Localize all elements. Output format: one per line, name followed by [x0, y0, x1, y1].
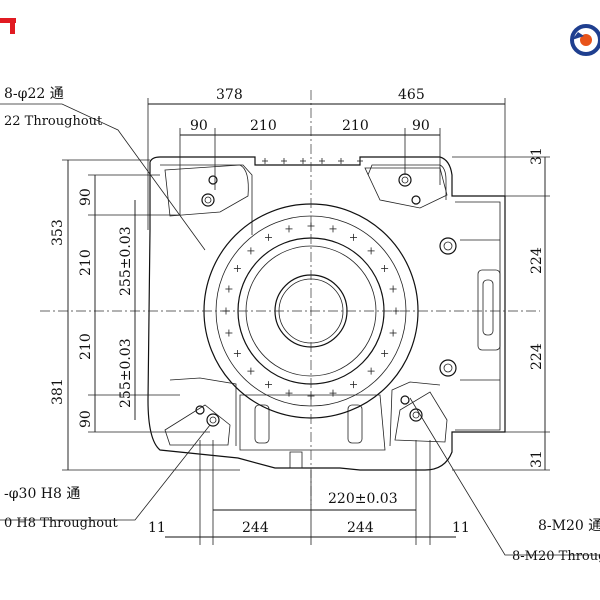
bolt-cross-mark — [225, 329, 233, 337]
gear-logo-icon — [570, 24, 600, 56]
dim-bottom-11-left: 11 — [148, 520, 166, 536]
bolt-cross-mark — [389, 285, 397, 293]
bolt-cross-mark — [392, 307, 400, 315]
dim-left-210-top: 210 — [78, 249, 94, 276]
corner-holes — [195, 173, 457, 427]
dim-bottom-220: 220±0.03 — [328, 491, 398, 507]
bolt-cross-mark — [367, 367, 375, 375]
dim-left-90-bottom: 90 — [78, 410, 94, 428]
bolt-cross-mark — [222, 307, 230, 315]
brand-red-mark — [0, 18, 16, 23]
bolt-cross-mark — [329, 389, 337, 397]
top-edge-cross-mark — [338, 158, 344, 164]
dim-left-90-top: 90 — [78, 188, 94, 206]
top-edge-cross-mark — [300, 158, 306, 164]
dim-top-378: 378 — [216, 87, 243, 103]
bolt-cross-mark — [265, 233, 272, 241]
bolt-cross-mark — [265, 381, 272, 389]
dim-left-353: 353 — [50, 219, 66, 246]
dim-left-255-top: 255±0.03 — [118, 226, 134, 296]
dim-right-224-bottom: 224 — [529, 343, 545, 370]
bolt-circle-marks — [222, 158, 400, 400]
bolt-cross-mark — [381, 265, 389, 272]
dim-bottom-244-right: 244 — [347, 520, 374, 536]
dim-left-255-bottom: 255±0.03 — [118, 338, 134, 408]
dim-top-210-right: 210 — [342, 118, 369, 134]
dim-right-31-bottom: 31 — [529, 450, 545, 468]
bolt-cross-mark — [307, 392, 315, 400]
bolt-cross-mark — [350, 381, 357, 389]
bolt-cross-mark — [285, 389, 293, 397]
bolt-cross-mark — [389, 329, 397, 337]
center-lines — [40, 90, 540, 505]
callout-holes-22-en: 22 Throughout — [4, 114, 103, 129]
dim-right-224-top: 224 — [529, 247, 545, 274]
bolt-cross-mark — [247, 367, 255, 375]
brand-red-mark-stem — [10, 18, 15, 34]
top-edge-cross-mark — [357, 158, 363, 164]
top-edge-cross-mark — [281, 158, 287, 164]
callout-m20-cn: 8-M20 通 — [538, 518, 600, 534]
dim-left-381: 381 — [50, 378, 66, 405]
dimension-lines — [0, 98, 600, 556]
bolt-cross-mark — [233, 265, 241, 272]
bolt-cross-mark — [307, 222, 315, 230]
dim-top-210-left: 210 — [250, 118, 277, 134]
dim-bottom-11-right: 11 — [452, 520, 470, 536]
dim-left-210-bottom: 210 — [78, 333, 94, 360]
bolt-cross-mark — [329, 225, 337, 233]
callout-holes-22-cn: 8-φ22 通 — [4, 86, 64, 102]
top-edge-cross-mark — [262, 158, 268, 164]
bolt-cross-mark — [381, 350, 389, 357]
base-outline — [147, 156, 506, 471]
dim-top-90-right: 90 — [412, 118, 430, 134]
bolt-cross-mark — [233, 350, 241, 357]
dim-top-465: 465 — [398, 87, 425, 103]
callout-holes-30-cn: -φ30 H8 通 — [4, 486, 80, 502]
bolt-cross-mark — [285, 225, 293, 233]
callout-holes-30-en: 0 H8 Throughout — [4, 516, 118, 531]
callout-m20-en: 8-M20 Throug — [512, 549, 600, 564]
bolt-cross-mark — [225, 285, 233, 293]
dim-top-90-left: 90 — [190, 118, 208, 134]
bolt-cross-mark — [350, 233, 357, 241]
bolt-cross-mark — [247, 247, 255, 255]
dim-right-31-top: 31 — [529, 147, 545, 165]
top-edge-cross-mark — [319, 158, 325, 164]
bolt-cross-mark — [367, 247, 375, 255]
dim-bottom-244-left: 244 — [242, 520, 269, 536]
